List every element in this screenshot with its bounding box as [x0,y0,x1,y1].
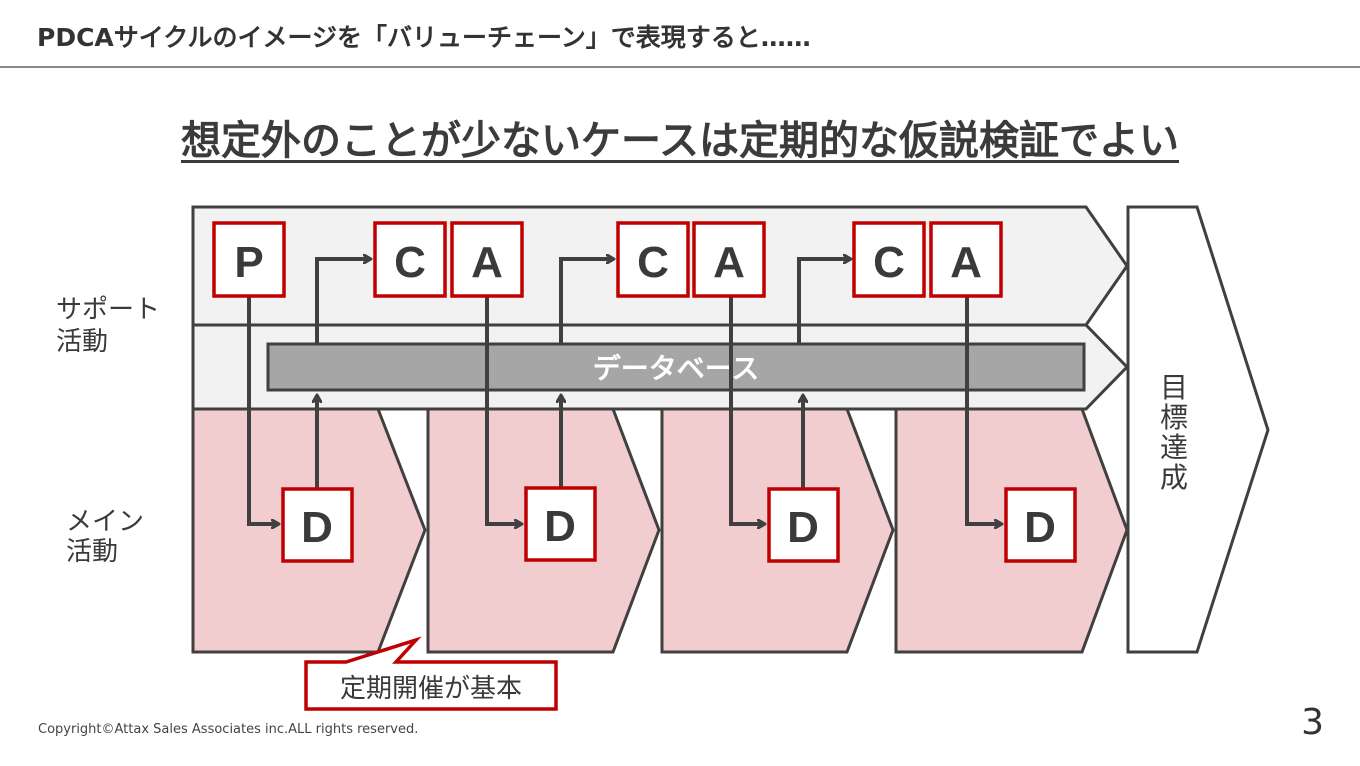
main-title-text: 想定外のことが少ないケースは定期的な仮説検証でよい [181,118,1179,164]
arrow-a3-to-d4 [965,296,1001,524]
database-label: データベース [593,352,760,384]
page-number: 3 [1301,702,1324,743]
svg-text:D: D [544,502,576,551]
callout-text: 定期開催が基本 [340,673,522,703]
header-divider [0,66,1360,68]
svg-text:A: A [713,238,745,287]
arrow-db-to-c3 [797,259,850,344]
goal-chevron [1126,205,1270,654]
box-act-1: A [450,221,524,298]
copyright-text: Copyright©Attax Sales Associates inc.ALL… [38,722,419,737]
arrow-db-to-c2 [559,259,613,344]
goal-label: 目標達成 [1160,372,1188,493]
box-do-1: D [281,487,354,563]
svg-text:C: C [873,238,905,287]
svg-text:C: C [394,238,426,287]
callout-box [304,636,558,711]
box-do-3: D [767,487,840,563]
box-check-1: C [373,221,447,298]
arrow-p-to-d1 [247,296,278,524]
box-check-2: C [616,221,690,298]
box-act-2: A [692,221,766,298]
slide-header-title: PDCAサイクルのイメージを「バリューチェーン」で表現すると…… [37,23,811,52]
support-activity-label: サポート活動 [56,294,160,356]
main-activity-label: メイン活動 [66,506,144,566]
svg-text:D: D [301,503,333,552]
main-title: 想定外のことが少ないケースは定期的な仮説検証でよい [0,108,1360,166]
box-plan: P [212,221,286,298]
arrow-a1-to-d2 [485,296,521,524]
svg-text:P: P [234,238,263,287]
arrow-a2-to-d3 [729,296,764,524]
svg-text:A: A [950,238,982,287]
box-act-3: A [929,221,1003,298]
svg-text:D: D [787,503,819,552]
svg-text:D: D [1024,503,1056,552]
database-bar [266,342,1086,392]
arrow-db-to-c1 [315,259,370,344]
box-do-4: D [1004,487,1077,563]
svg-text:C: C [637,238,669,287]
box-check-3: C [852,221,926,298]
box-do-2: D [524,486,597,562]
svg-text:A: A [471,238,503,287]
